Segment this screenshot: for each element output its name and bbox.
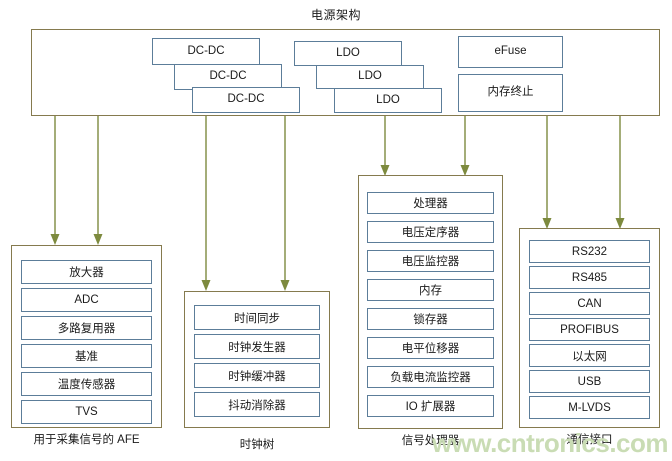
signal-processor-item-5[interactable]: 电平位移器 [367, 337, 494, 359]
signal-processor-item-0[interactable]: 处理器 [367, 192, 494, 214]
arrow-to-comm-interface-1 [541, 116, 553, 229]
page-title: 电源架构 [310, 8, 361, 22]
afe-item-1[interactable]: ADC [21, 288, 152, 312]
arrow-to-clock-tree-2 [279, 116, 291, 291]
clock-tree-group-caption: 时钟树 [239, 439, 275, 451]
afe-item-4[interactable]: 温度传感器 [21, 372, 152, 396]
comm-interface-item-4[interactable]: 以太网 [529, 344, 650, 367]
comm-interface-item-3[interactable]: PROFIBUS [529, 318, 650, 341]
ldo-box-2[interactable]: LDO [316, 65, 424, 89]
clock-tree-item-1[interactable]: 时钟发生器 [194, 334, 320, 359]
signal-processor-item-2[interactable]: 电压监控器 [367, 250, 494, 272]
comm-interface-item-6[interactable]: M-LVDS [529, 396, 650, 419]
arrow-to-signal-processor-2 [459, 116, 471, 176]
arrow-to-signal-processor-1 [379, 116, 391, 176]
dcdc-box-2[interactable]: DC-DC [174, 64, 282, 90]
arrow-to-afe-2 [92, 116, 104, 245]
afe-item-0[interactable]: 放大器 [21, 260, 152, 284]
afe-group-caption: 用于采集信号的 AFE [33, 434, 140, 446]
clock-tree-item-0[interactable]: 时间同步 [194, 305, 320, 330]
comm-interface-item-5[interactable]: USB [529, 370, 650, 393]
comm-interface-item-2[interactable]: CAN [529, 292, 650, 315]
dcdc-box-3[interactable]: DC-DC [192, 87, 300, 113]
clock-tree-item-3[interactable]: 抖动消除器 [194, 392, 320, 417]
dcdc-box-1[interactable]: DC-DC [152, 38, 260, 65]
comm-interface-item-1[interactable]: RS485 [529, 266, 650, 289]
clock-tree-item-2[interactable]: 时钟缓冲器 [194, 363, 320, 388]
comm-interface-item-0[interactable]: RS232 [529, 240, 650, 263]
signal-processor-item-4[interactable]: 锁存器 [367, 308, 494, 330]
memory-termination-box[interactable]: 内存终止 [458, 74, 563, 112]
signal-processor-item-6[interactable]: 负载电流监控器 [367, 366, 494, 388]
efuse-box[interactable]: eFuse [458, 36, 563, 68]
arrow-to-clock-tree-1 [200, 116, 212, 291]
ldo-box-3[interactable]: LDO [334, 88, 442, 113]
ldo-box-1[interactable]: LDO [294, 41, 402, 66]
comm-interface-group-caption: 通信接口 [566, 434, 613, 446]
arrow-to-comm-interface-2 [614, 116, 626, 229]
afe-item-3[interactable]: 基准 [21, 344, 152, 368]
signal-processor-item-7[interactable]: IO 扩展器 [367, 395, 494, 417]
afe-item-5[interactable]: TVS [21, 400, 152, 424]
signal-processor-item-1[interactable]: 电压定序器 [367, 221, 494, 243]
signal-processor-group-caption: 信号处理器 [401, 435, 460, 447]
signal-processor-item-3[interactable]: 内存 [367, 279, 494, 301]
site-watermark: www.cntronics.com [431, 428, 669, 458]
afe-item-2[interactable]: 多路复用器 [21, 316, 152, 340]
arrow-to-afe-1 [49, 116, 61, 245]
